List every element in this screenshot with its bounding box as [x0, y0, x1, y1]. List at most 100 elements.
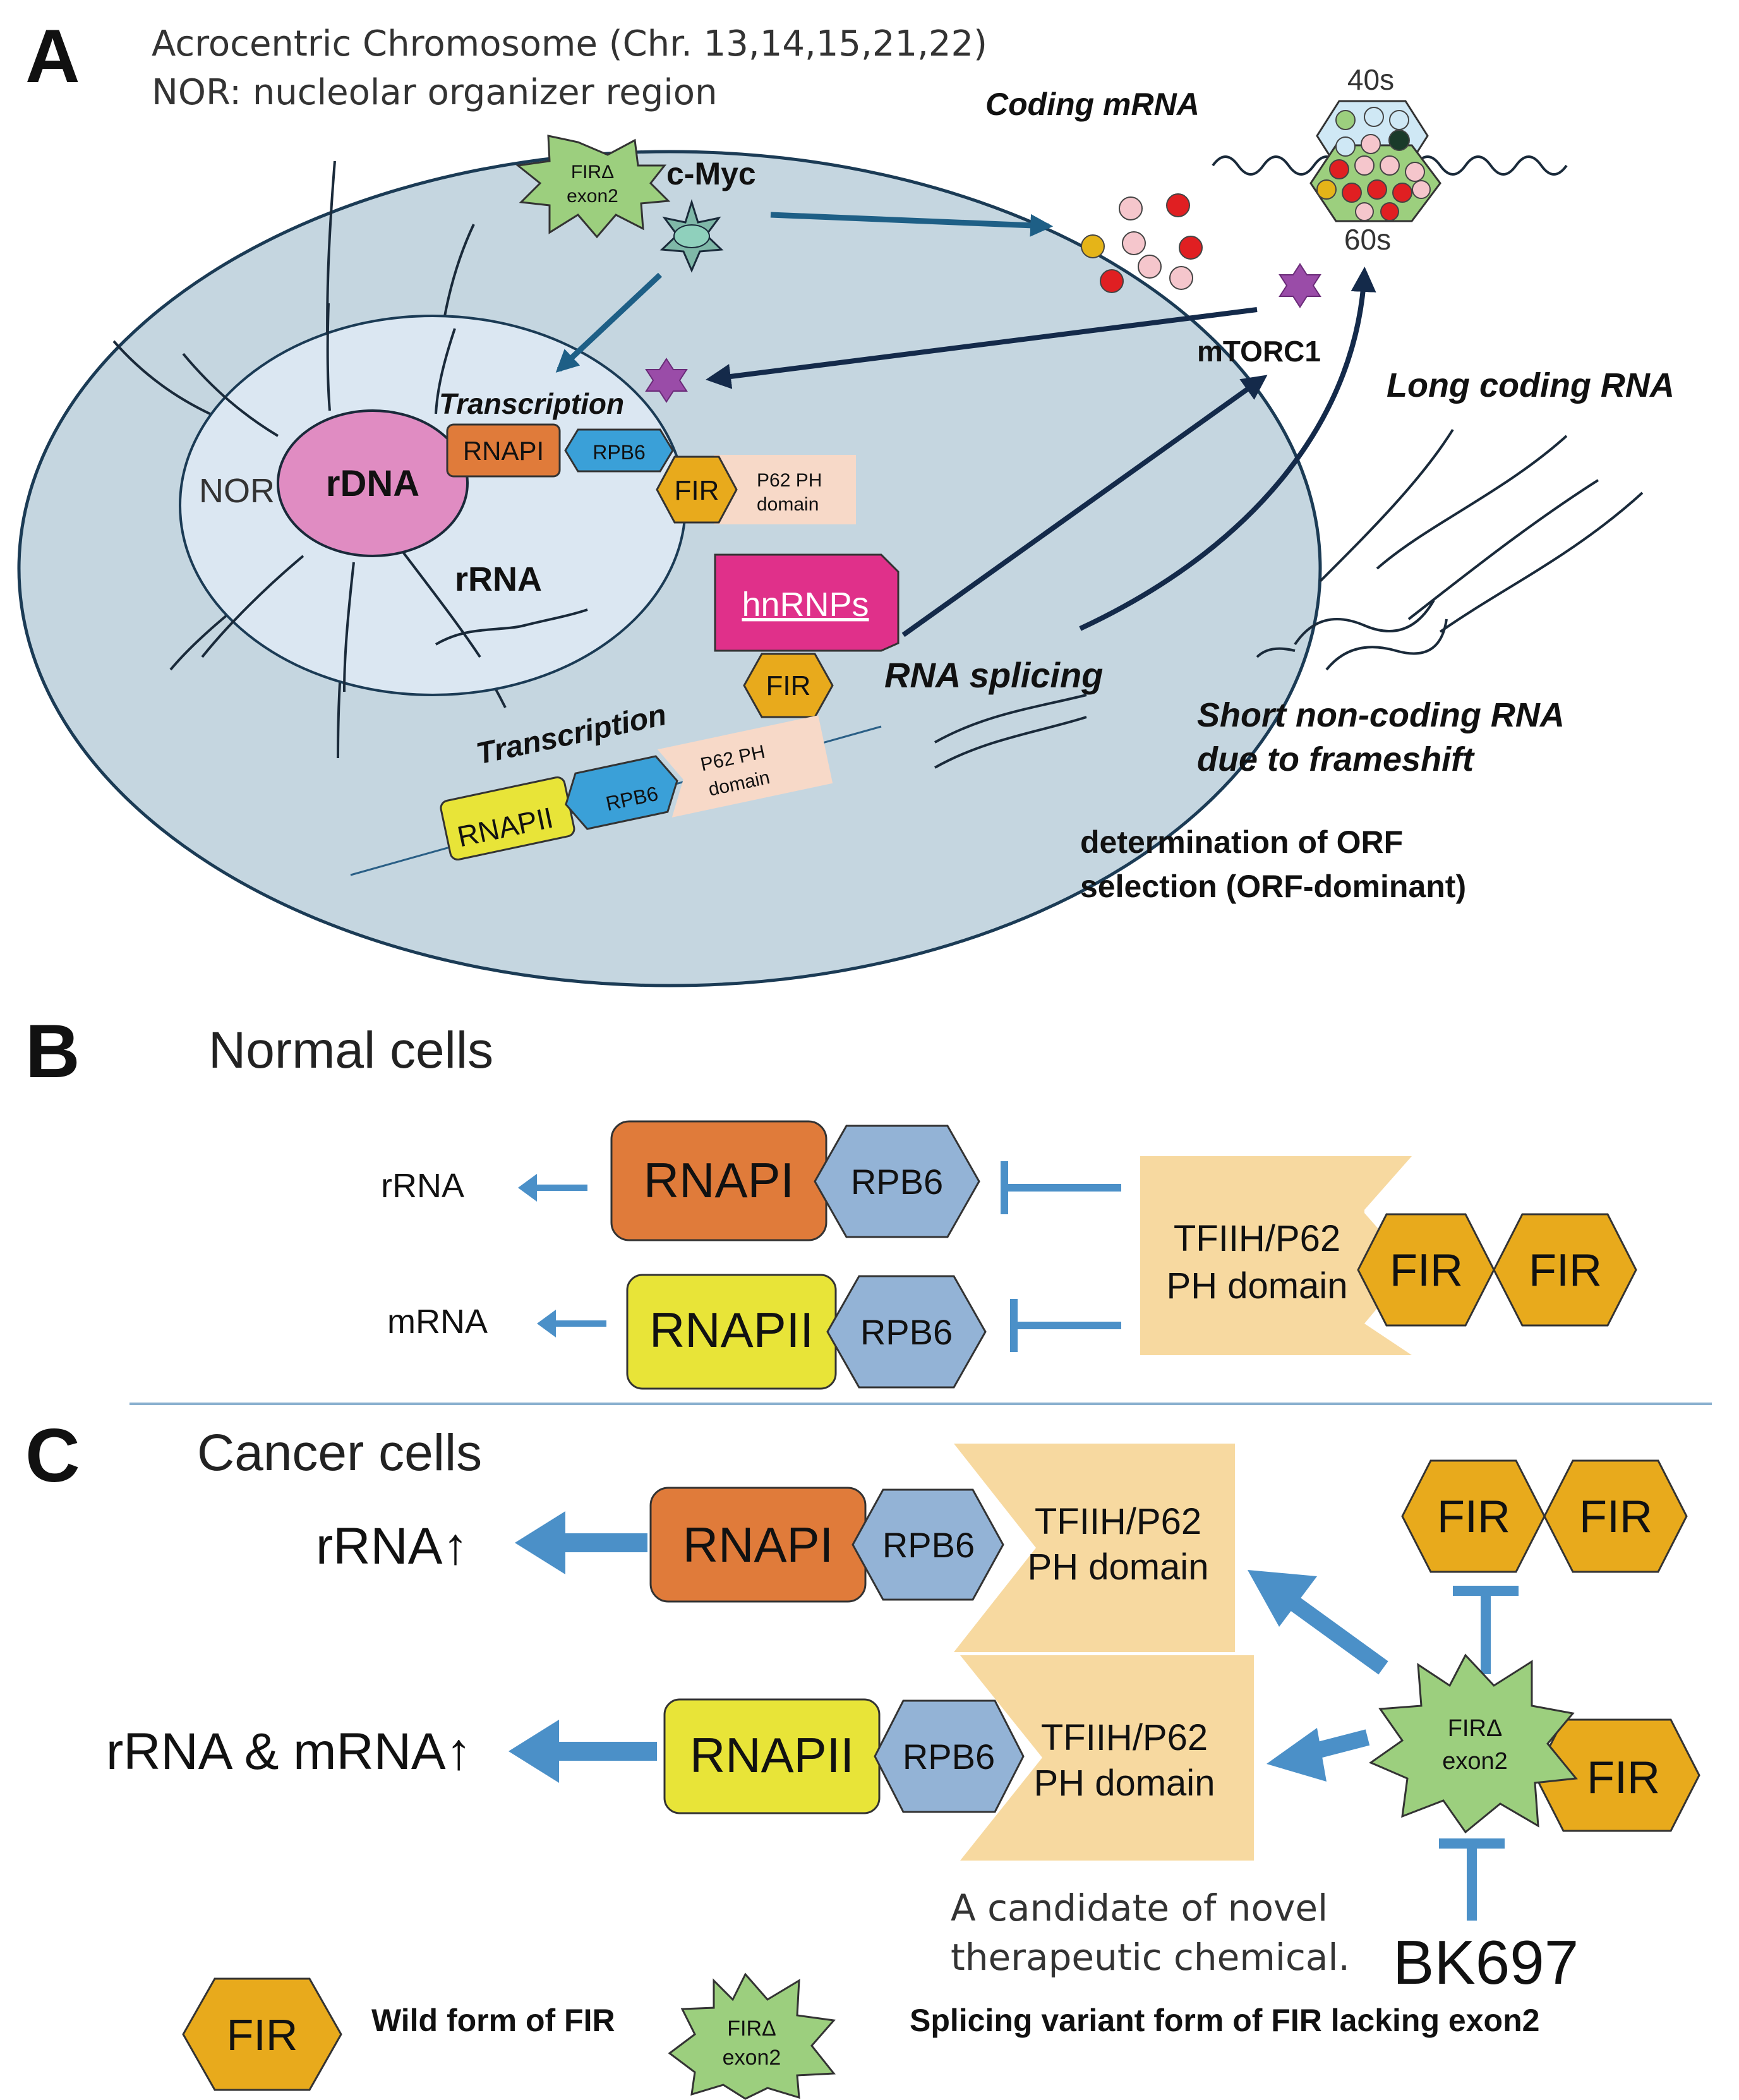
tfiih-label-c2-line1: TFIIH/P62: [1041, 1717, 1208, 1758]
fir-delta-star-c: [1368, 1653, 1578, 1834]
p62-label-a-line2: domain: [757, 494, 819, 515]
arrow-c-rrna-mrna: [508, 1720, 559, 1783]
fir-hex-b2: [1493, 1213, 1637, 1327]
tfiih-block-c1: [954, 1444, 1235, 1652]
long-rna-lines: [1319, 428, 1644, 633]
fir-label-c2: FIR: [1579, 1492, 1652, 1542]
rpb6-hex-c1: [851, 1488, 1004, 1601]
fir-delta-label-c-line1: FIRΔ: [1448, 1715, 1503, 1742]
long-coding-rna-label: Long coding RNA: [1387, 366, 1675, 404]
rrna-squiggle: [435, 608, 588, 646]
hnrnps-label: hnRNPs: [742, 586, 869, 624]
ribosome-60s-label: 60s: [1344, 223, 1391, 256]
fir-label-a2: FIR: [766, 670, 811, 701]
panel-c-title: Cancer cells: [197, 1424, 482, 1481]
candidate-line2: therapeutic chemical.: [951, 1936, 1350, 1979]
orf-line2: selection (ORF-dominant): [1080, 869, 1466, 904]
tfiih-block-b: [1140, 1156, 1412, 1355]
legend-fir-delta-desc: Splicing variant form of FIR lacking exo…: [910, 2003, 1539, 2038]
inhibit-b1: [1001, 1161, 1121, 1214]
panel-b: B Normal cells TFIIH/P62 PH domain FIR F…: [25, 1009, 1712, 1405]
rrna-mrna-up-label: rRNA & mRNA↑: [106, 1723, 472, 1780]
nor-label: NOR: [199, 472, 275, 510]
rpb6-label-b2: RPB6: [860, 1312, 953, 1352]
rnapii-label-c: RNAPII: [690, 1727, 854, 1783]
panel-a: A Acrocentric Chromosome (Chr. 13,14,15,…: [17, 14, 1675, 987]
panel-b-letter: B: [25, 1009, 80, 1094]
p62-label-a-line1: P62 PH: [757, 470, 822, 491]
fir-label-b1: FIR: [1390, 1245, 1463, 1296]
fir-hex-a2: [743, 653, 834, 718]
mtorc1-to-nucleolus-arrow: [706, 307, 1258, 389]
fir-label-c3: FIR: [1587, 1753, 1660, 1803]
bk697-label: BK697: [1393, 1928, 1579, 1997]
arrow-c-rrna: [515, 1511, 565, 1574]
legend-fir-label: FIR: [227, 2010, 298, 2060]
fir-delta-label-c-line2: exon2: [1442, 1748, 1508, 1775]
legend-fir-delta-star: [668, 1972, 836, 2100]
rna-splicing-label: RNA splicing: [884, 655, 1103, 695]
p62-domain-a: [714, 455, 856, 524]
short-rna-lines: [1256, 600, 1448, 671]
rrna-label-b: rRNA: [381, 1167, 464, 1205]
rdna-region: [277, 409, 469, 557]
short-ncrna-line1: Short non-coding RNA: [1197, 696, 1565, 734]
hnrnps-box: [714, 553, 900, 652]
rrna-up-label: rRNA↑: [316, 1518, 468, 1575]
fir-hex-c2: [1543, 1459, 1688, 1573]
tfiih-label-c1-line2: PH domain: [1028, 1547, 1209, 1588]
fir-label-a: FIR: [675, 475, 719, 506]
rpb6-label-c2: RPB6: [903, 1737, 995, 1777]
rpb6-label-b1: RPB6: [851, 1162, 943, 1202]
legend-fir-delta-line2: exon2: [723, 2046, 781, 2070]
fir-delta-label-a-line2: exon2: [567, 186, 618, 207]
mtorc1-star: [1279, 263, 1321, 308]
ribosome-40s-label: 40s: [1347, 63, 1394, 96]
rpb6-hex-a: [564, 428, 674, 473]
rnapi-label-b: RNAPI: [644, 1152, 794, 1208]
rpb6-hex-b2: [826, 1275, 987, 1389]
fir-label-c1: FIR: [1437, 1492, 1510, 1542]
tfiih-label-c2-line2: PH domain: [1034, 1763, 1215, 1804]
fir-delta-label-a-line1: FIRΔ: [571, 162, 614, 183]
legend: FIR Wild form of FIR FIRΔ exon2 Splicing…: [182, 1972, 1539, 2100]
ribosome-dots: [1316, 107, 1431, 221]
rnapii-complex-a: [440, 715, 833, 861]
rpb6-label-a: RPB6: [593, 441, 646, 464]
splicing-to-mtorc1-arrow: [901, 375, 1268, 637]
fir-label-b2: FIR: [1529, 1245, 1602, 1296]
legend-fir-desc: Wild form of FIR: [371, 2003, 615, 2038]
legend-fir-delta-line1: FIRΔ: [727, 2017, 776, 2041]
short-ncrna-line2: due to frameshift: [1197, 740, 1475, 778]
inhibit-b2: [1010, 1299, 1121, 1352]
splicing-squiggles: [934, 694, 1087, 769]
legend-fir-hex: [182, 1977, 342, 2091]
panel-c-letter: C: [25, 1413, 80, 1498]
panel-a-letter: A: [25, 14, 80, 99]
rnapi-box-a: [446, 423, 561, 478]
rnapii-label-b: RNAPII: [649, 1302, 814, 1358]
mrna-label-b: mRNA: [387, 1303, 488, 1341]
rrna-nucleolus-label: rRNA: [455, 560, 542, 598]
mtorc1-star-nucleolus: [645, 358, 688, 403]
panel-c: C Cancer cells rRNA↑ RNAPI RPB6 TFIIH/P6…: [25, 1413, 1700, 1997]
panel-b-title: Normal cells: [208, 1022, 493, 1079]
tfiih-label-c1-line1: TFIIH/P62: [1035, 1501, 1201, 1542]
coding-mrna-label: Coding mRNA: [985, 87, 1200, 122]
panel-a-header-line2: NOR: nucleolar organizer region: [152, 72, 718, 113]
rpb6-hex-c2: [874, 1699, 1025, 1813]
cmyc-to-coding-arrow: [770, 212, 1054, 237]
cmyc-to-nucleolus-arrow: [555, 272, 663, 373]
tfiih-block-c2: [960, 1655, 1254, 1861]
amino-acid-dots: [1081, 193, 1203, 293]
rnapi-label-c: RNAPI: [683, 1517, 833, 1572]
transcription-label-1: Transcription: [439, 387, 624, 420]
rnapi-label-a: RNAPI: [463, 436, 544, 466]
mtorc1-label: mTORC1: [1197, 335, 1321, 368]
fir-hex-a: [656, 456, 738, 524]
splicing-to-ribosome-arrow: [1079, 267, 1376, 631]
inhibit-c-bk697: [1439, 1838, 1505, 1921]
candidate-line1: A candidate of novel: [951, 1886, 1328, 1929]
fir-delta-star-a: [515, 135, 671, 239]
